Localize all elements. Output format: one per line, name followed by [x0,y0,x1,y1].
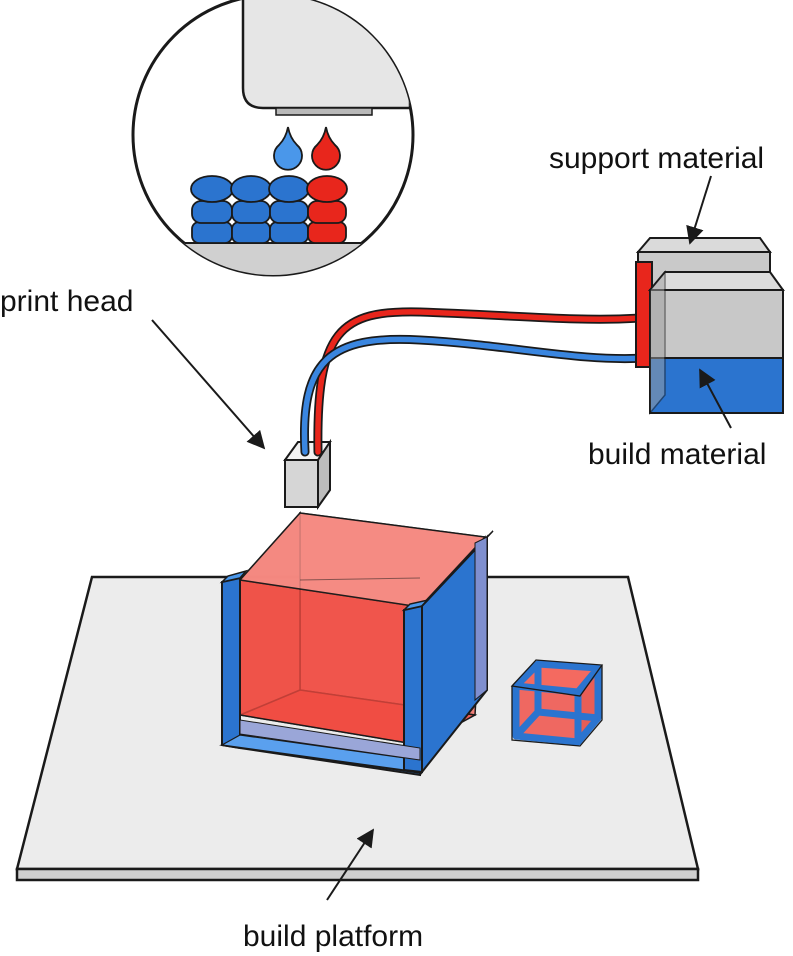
build-droplet-icon [273,126,303,171]
print-head-nozzle [241,0,412,110]
build-platform-label: build platform [243,920,424,953]
leader-arrows [151,175,732,901]
build-material-arrow [699,368,732,429]
feed-tubes [299,307,650,457]
build-platform-arrow [326,828,374,901]
support-material-arrow [686,175,712,245]
build-layers [190,175,310,244]
inset-platform [133,242,413,275]
zoom-inset [131,0,415,277]
print-head-label: print head [0,285,134,318]
print-head-arrow [151,319,266,450]
support-material-label: support material [549,142,765,175]
large-printed-cube [219,511,494,777]
build-material-label: build material [588,438,767,471]
support-layers [306,175,348,244]
nozzle-plate [275,107,373,116]
small-printed-cube [510,659,604,747]
support-droplet-icon [311,126,341,171]
build-material-cartridge [647,269,785,416]
